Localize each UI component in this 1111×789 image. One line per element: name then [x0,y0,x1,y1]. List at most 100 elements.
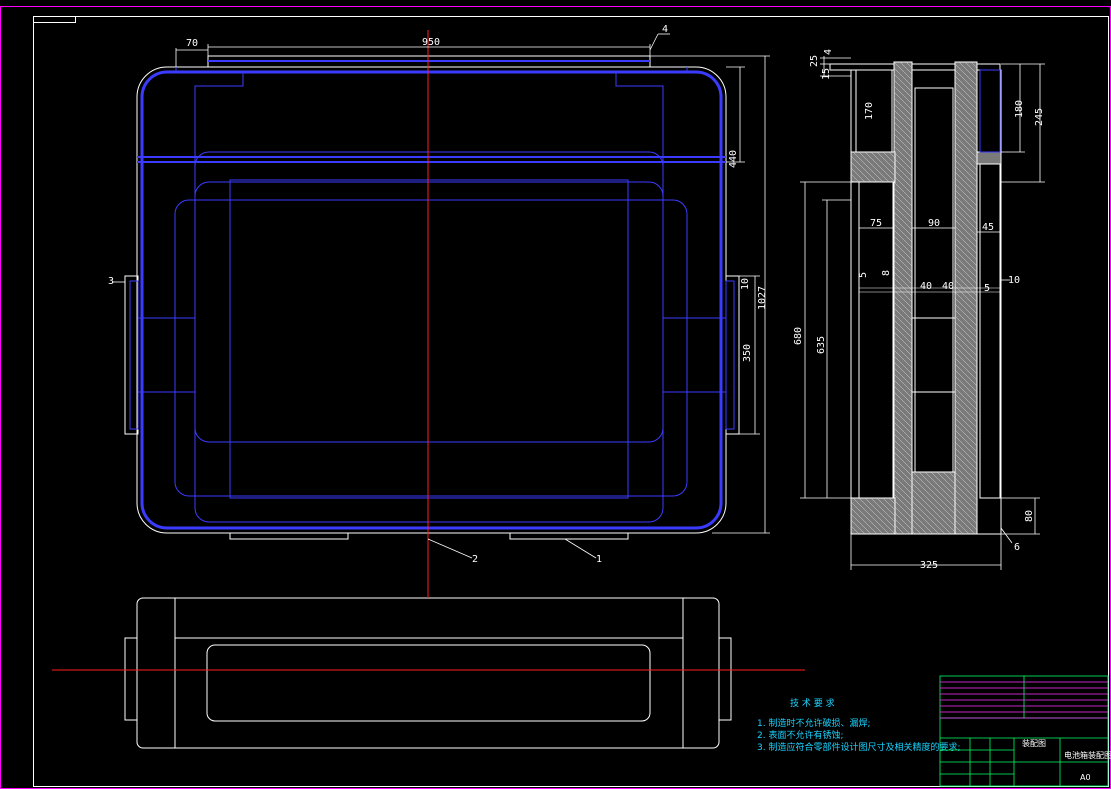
hatch-line [954,303,978,327]
hatch-line [954,153,978,177]
dim-5a: 5 [858,272,869,278]
hatch-line [954,321,978,345]
hatch-line [893,259,913,279]
hatch-line [911,506,940,535]
hatch-line [954,165,978,189]
dim-8: 8 [881,270,892,276]
hatch-line [850,501,884,535]
hatch-line [888,497,896,505]
dim-40a: 40 [920,281,932,292]
hatch-line [954,315,978,339]
hatch-line [893,397,913,417]
section-dimensions [800,56,1045,570]
hatch-line [911,500,946,535]
hatch-line [930,471,956,497]
hatch-line [911,488,956,533]
dim-90: 90 [928,218,940,229]
hatch-line [893,427,913,447]
hatch-line [893,295,913,315]
hatch-line [954,453,978,477]
hatch-line [954,105,978,129]
hatch-line [893,163,913,183]
tech-req-heading: 技 术 要 求 [790,697,835,709]
hatch-line [954,489,978,513]
dim-75: 75 [870,218,882,229]
hatch-line [954,417,978,441]
hatch-line [893,85,913,105]
hatch-line [893,187,913,207]
hatch-line [852,151,884,183]
balloon-3: 3 [108,276,114,287]
hatch-line [893,211,913,231]
hatch-line [852,497,890,535]
hatch-line [911,512,934,535]
hatch-line [893,469,913,489]
hatch-line [905,61,913,69]
hatch-line [954,339,978,363]
hatch-line [948,471,956,479]
hatch-line [893,241,913,261]
hatch-line [954,213,978,237]
hatch-line [888,151,896,159]
hatch-line [954,249,978,273]
hatch-line [918,471,956,509]
hatch-line [954,159,978,183]
hatch-line [893,529,899,535]
hatch-line [954,171,978,195]
hatch-line [893,409,913,429]
hatch-line [893,319,913,339]
balloon-6: 6 [1014,542,1020,553]
hatch-line [893,433,913,453]
hatch-line [954,183,978,207]
hatch-line [893,199,913,219]
hatch-line [954,297,978,321]
hatch-line [850,525,860,535]
hatch-line [893,121,913,141]
hatch-line [954,369,978,393]
hatch-line [954,471,978,495]
hatch-line [911,476,956,521]
hatch-line [954,195,978,219]
hatch-line [954,483,978,507]
hatch-line [893,229,913,249]
hatch-line [876,151,896,171]
section-hatching [850,61,978,535]
hatch-line [893,103,913,123]
hatch-line [893,157,913,177]
hatch-line [911,482,956,527]
dim-5b: 5 [984,283,990,294]
hatch-line [954,243,978,267]
hatch-line [850,161,872,183]
hatch-line [850,155,878,183]
hatch-line [893,193,913,213]
hatch-line [954,459,978,483]
dim-635: 635 [816,336,827,354]
hatch-line [876,497,896,517]
sheet-size: A0 [1080,773,1091,782]
hatch-line [893,367,913,387]
top-view [124,30,740,585]
hatch-line [893,475,913,495]
dim-depth-440: 440 [728,150,739,168]
hatch-line [893,379,913,399]
hatch-line [911,524,922,535]
hatch-line [954,81,978,105]
hatch-line [954,255,978,279]
hatch-line [893,361,913,381]
hatch-line [954,345,978,369]
section-dim-text: 25 15 4 170 180 245 75 90 45 5 8 40 40 5… [793,49,1045,571]
hatch-line [954,405,978,429]
hatch-line [893,511,913,531]
tech-req-item-2: 2. 表面不允许有锈蚀; [757,729,843,741]
part-name: 电池箱装配图 [1064,750,1111,760]
hatch-line [893,181,913,201]
hatch-line [893,373,913,393]
hatch-line [954,399,978,423]
hatch-line [893,61,913,81]
hatch-line [954,411,978,435]
hatch-line [850,173,860,183]
hatch-line [954,141,978,165]
hatch-line [954,309,978,333]
hatch-line [858,497,896,535]
